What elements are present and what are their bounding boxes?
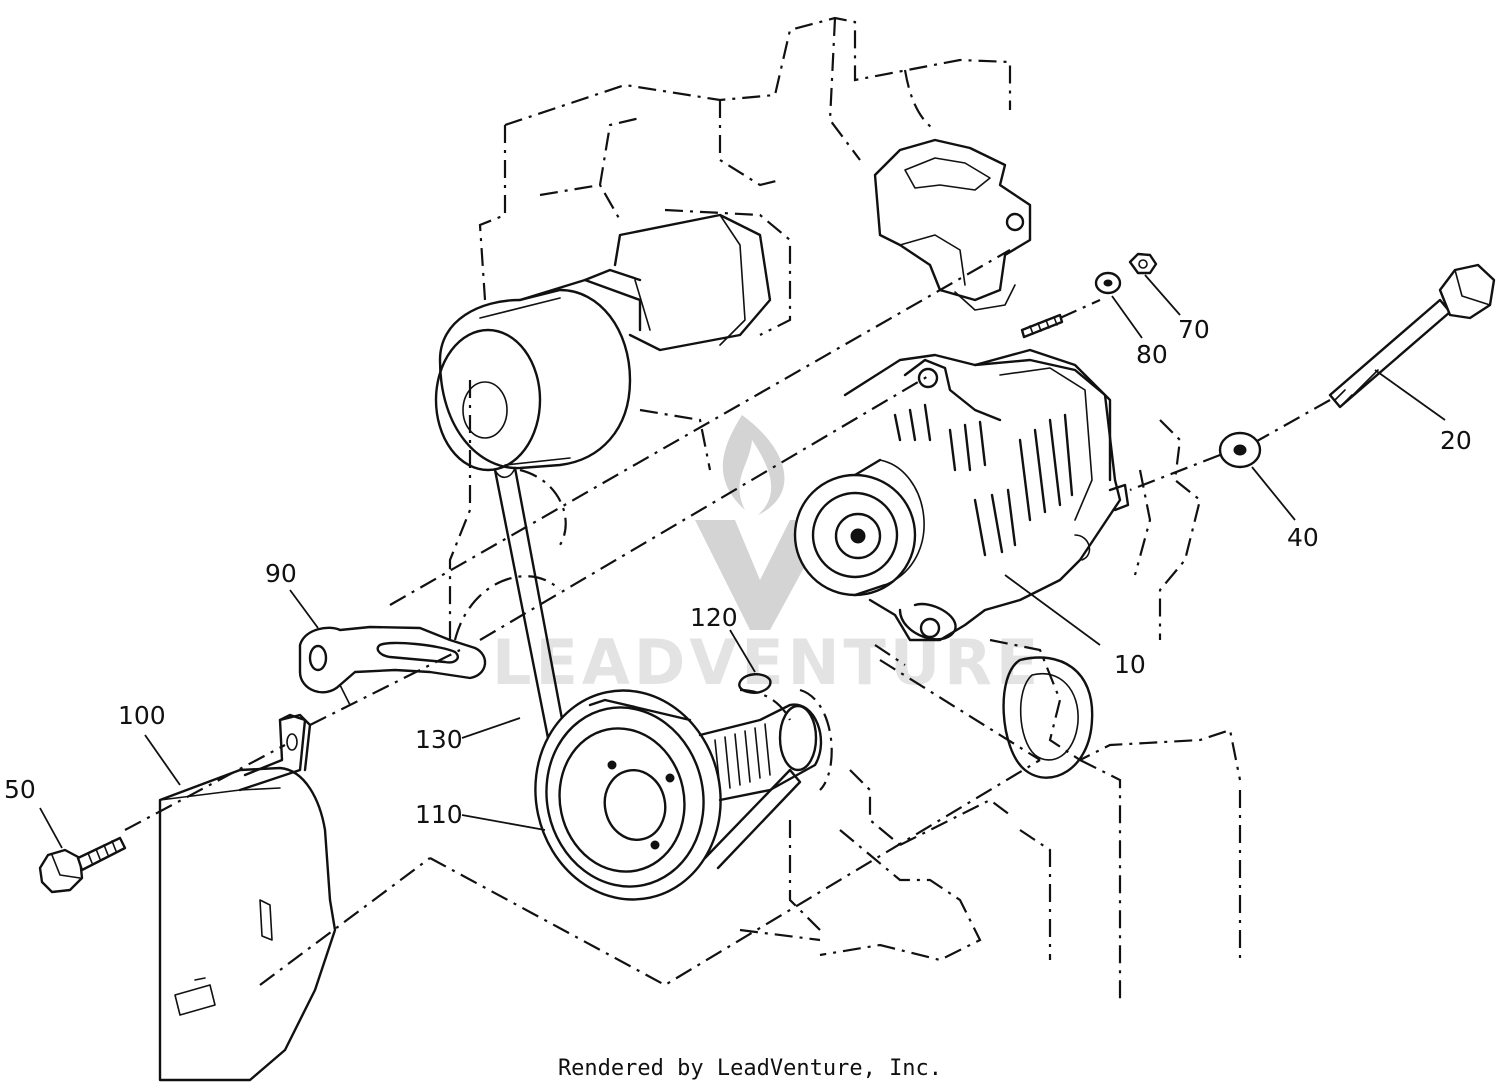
- bolt-20: [1249, 263, 1496, 446]
- water-pump-pulley: [434, 213, 772, 472]
- bolt-50: [38, 836, 127, 894]
- callout-70: 70: [1178, 315, 1210, 344]
- callout-110: 110: [415, 800, 463, 829]
- leader-lines: [39, 274, 1446, 849]
- washer-40: [1129, 431, 1262, 492]
- alternator-stud: [1020, 298, 1101, 339]
- alternator: [793, 348, 1130, 642]
- callout-100: 100: [118, 701, 166, 730]
- belt-cover-100: [158, 713, 337, 1082]
- callout-120: 120: [690, 603, 738, 632]
- nut-70: [1128, 252, 1158, 275]
- callout-20: 20: [1440, 426, 1472, 455]
- callout-50: 50: [4, 775, 36, 804]
- callout-40: 40: [1287, 523, 1319, 552]
- leadventure-watermark-logo: LEADVENTURE: [492, 415, 1038, 699]
- phantom-alignment-lines: [124, 249, 1041, 987]
- footer-credit: Rendered by LeadVenture, Inc.: [557, 1056, 943, 1081]
- washer-80: [1094, 271, 1122, 295]
- callout-10: 10: [1114, 650, 1146, 679]
- key-120: [738, 673, 772, 694]
- adjusting-bracket-90: [298, 625, 487, 706]
- callout-130: 130: [415, 725, 463, 754]
- callout-labels: 10 20 40 50 70 80 90 100 110 120 130: [4, 315, 1472, 829]
- callout-90: 90: [265, 559, 297, 588]
- callout-80: 80: [1136, 340, 1168, 369]
- engine-block-outline: [448, 16, 1242, 1000]
- crank-pulley-110: [534, 689, 823, 901]
- thermostat-housing: [873, 138, 1032, 311]
